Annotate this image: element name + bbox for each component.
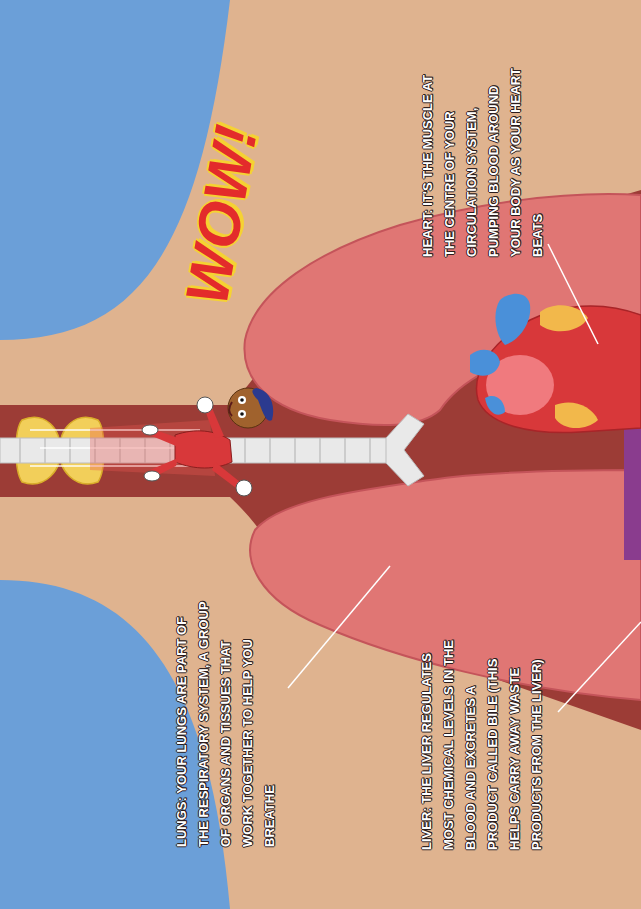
heart-label: HEART: IT'S THE MUSCLE AT THE CENTRE OF … [417,47,549,257]
lungs-label: LUNGS: YOUR LUNGS ARE PART OF THE RESPIR… [171,597,281,847]
liver-label: LIVER: THE LIVER REGULATES MOST CHEMICAL… [416,620,548,850]
